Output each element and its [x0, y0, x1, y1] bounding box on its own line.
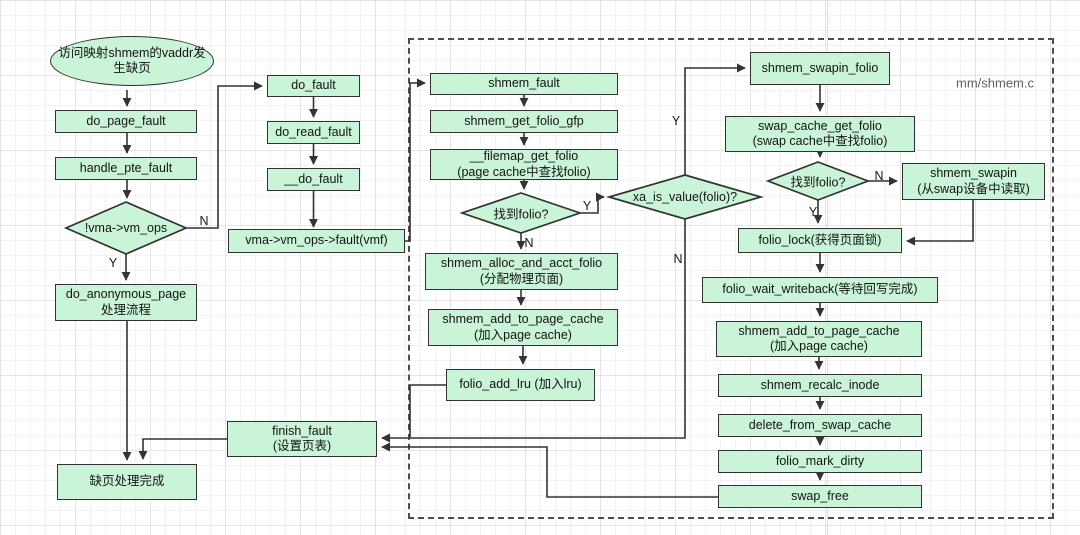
diamond-found-folio-2: [765, 161, 871, 201]
node-do-anonymous-page: do_anonymous_page 处理流程: [55, 284, 197, 321]
edge-label-found2-no: N: [874, 169, 884, 183]
node-delete-from-swap-cache: delete_from_swap_cache: [718, 414, 922, 437]
page-guide-line: [827, 0, 828, 535]
label-vm-ops-check: !vma->vm_ops: [84, 221, 168, 235]
edge-label-found1-yes: Y: [582, 199, 592, 213]
diamond-vm-ops-check: [63, 201, 189, 255]
shmem-container: [408, 38, 1054, 519]
edge-label-vm-ops-yes: Y: [108, 256, 118, 270]
node-folio-lock: folio_lock(获得页面锁): [738, 228, 902, 253]
diamond-found-folio-1: [459, 192, 583, 234]
edge-label-xa-yes: Y: [671, 114, 681, 128]
node-finish-fault: finish_fault (设置页表): [227, 421, 377, 457]
node-start: 访问映射shmem的vaddr发 生缺页: [50, 36, 214, 86]
node-shmem-swapin-folio: shmem_swapin_folio: [750, 52, 890, 85]
node-do-fault2: __do_fault: [267, 168, 360, 191]
node-folio-add-lru: folio_add_lru (加入lru): [446, 369, 595, 401]
node-folio-wait-writeback: folio_wait_writeback(等待回写完成): [702, 277, 938, 303]
node-shmem-add-to-page-cache-1: shmem_add_to_page_cache (加入page cache): [428, 309, 618, 346]
node-do-fault: do_fault: [267, 75, 360, 97]
node-shmem-swapin: shmem_swapin (从swap设备中读取): [902, 163, 1045, 200]
node-shmem-recalc-inode: shmem_recalc_inode: [718, 374, 922, 397]
edge-label-vm-ops-no: N: [199, 214, 209, 228]
node-swap-cache-get-folio: swap_cache_get_folio (swap cache中查找folio…: [725, 116, 915, 152]
node-swap-free: swap_free: [718, 485, 922, 508]
label-found-folio-2: 找到folio?: [790, 175, 846, 190]
node-shmem-alloc-and-acct-folio: shmem_alloc_and_acct_folio (分配物理页面): [425, 253, 618, 290]
file-label: mm/shmem.c: [956, 75, 1034, 91]
node-shmem-fault: shmem_fault: [430, 73, 618, 95]
label-found-folio-1: 找到folio?: [493, 207, 549, 222]
edge-label-xa-no: N: [673, 252, 683, 266]
node-do-page-fault: do_page_fault: [55, 110, 197, 133]
edge-label-found1-no: N: [524, 236, 534, 250]
node-shmem-get-folio-gfp: shmem_get_folio_gfp: [430, 110, 618, 133]
node-fault-done: 缺页处理完成: [57, 464, 197, 500]
edge-label-found2-yes: Y: [808, 205, 818, 219]
label-xa-is-value: xa_is_value(folio)?: [632, 190, 738, 204]
node-handle-pte-fault: handle_pte_fault: [55, 157, 197, 180]
node-filemap-get-folio: __filemap_get_folio (page cache中查找folio): [430, 149, 618, 180]
node-vma-fault: vma->vm_ops->fault(vmf): [228, 229, 405, 253]
diamond-xa-is-value: [605, 174, 765, 220]
node-shmem-add-to-page-cache-2: shmem_add_to_page_cache (加入page cache): [716, 321, 922, 357]
node-do-read-fault: do_read_fault: [267, 121, 360, 144]
node-folio-mark-dirty: folio_mark_dirty: [718, 450, 922, 473]
